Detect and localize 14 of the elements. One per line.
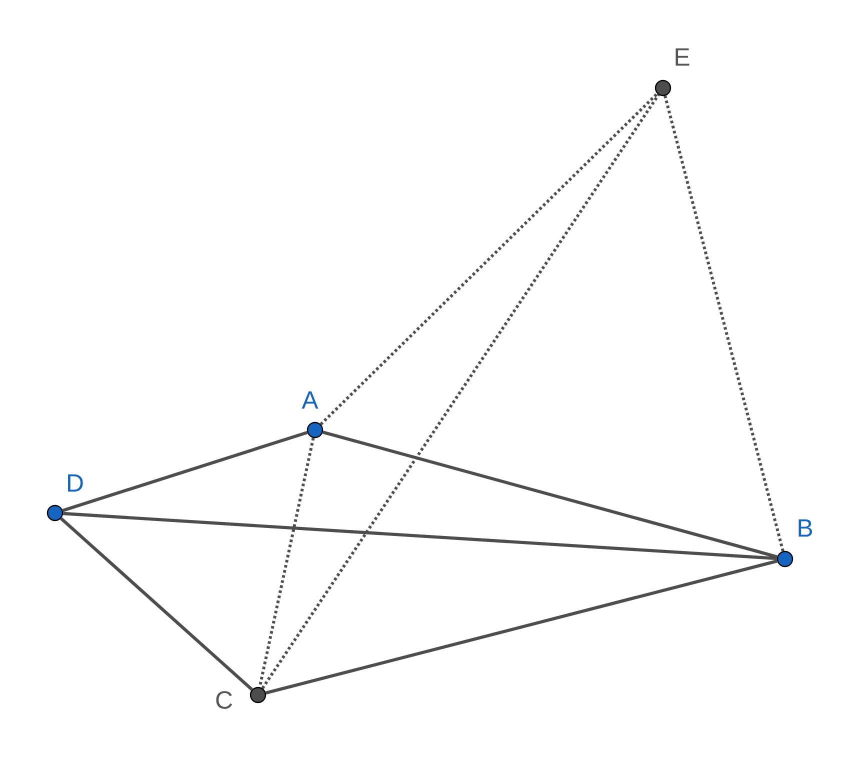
point-label: B xyxy=(798,519,812,537)
line-segment xyxy=(62,512,778,560)
line-segment xyxy=(60,517,254,691)
dotted-line xyxy=(320,92,658,426)
dotted-line xyxy=(261,94,660,690)
point-label: E xyxy=(676,48,690,66)
dotted-line xyxy=(258,438,315,688)
line-segment xyxy=(265,559,778,695)
point-label: A xyxy=(302,391,318,409)
line-segment xyxy=(322,430,778,558)
point-label: D xyxy=(68,474,83,492)
point-label: C xyxy=(216,691,232,709)
dotted-line xyxy=(664,95,784,552)
line-segment xyxy=(62,430,308,512)
